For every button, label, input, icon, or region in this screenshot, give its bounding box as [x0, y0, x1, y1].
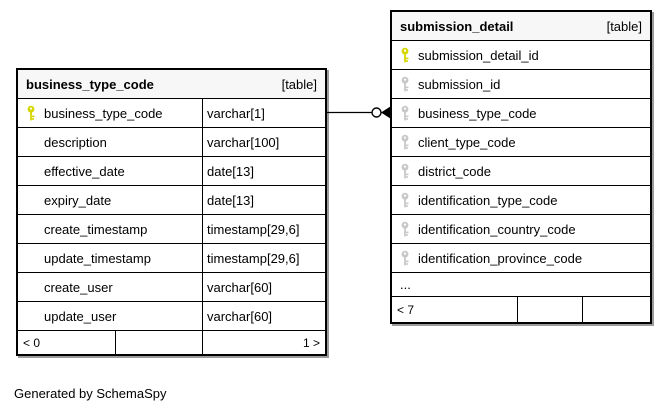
- foreign-key-icon: [400, 76, 410, 92]
- column-row[interactable]: client_type_code: [392, 128, 650, 157]
- column-name: create_timestamp: [44, 221, 148, 237]
- column-name: identification_country_code: [418, 221, 576, 237]
- column-row[interactable]: district_code: [392, 157, 650, 186]
- column-type: varchar[1]: [207, 105, 265, 121]
- column-row[interactable]: business_type_code: [392, 99, 650, 128]
- column-name: expiry_date: [44, 192, 112, 208]
- column-name: effective_date: [44, 163, 125, 179]
- column-row[interactable]: create_timestamp timestamp[29,6]: [18, 215, 325, 244]
- column-row[interactable]: business_type_code varchar[1]: [18, 99, 325, 128]
- column-name: district_code: [418, 163, 491, 179]
- column-name-cell: client_type_code: [392, 128, 650, 156]
- column-name-cell: submission_id: [392, 70, 650, 98]
- foreign-key-icon: [400, 134, 410, 150]
- column-name-cell: submission_detail_id: [392, 41, 650, 69]
- column-name-cell: identification_country_code: [392, 215, 650, 243]
- generated-by-note: Generated by SchemaSpy: [14, 386, 167, 401]
- primary-key-icon: [400, 47, 410, 63]
- column-name-cell: business_type_code: [18, 99, 203, 127]
- column-name: update_timestamp: [44, 250, 151, 266]
- column-name-cell: description: [18, 128, 203, 156]
- column-name-cell: create_user: [18, 273, 203, 301]
- table-title: business_type_code: [26, 76, 154, 92]
- column-row[interactable]: expiry_date date[13]: [18, 186, 325, 215]
- column-type: timestamp[29,6]: [207, 221, 300, 237]
- foreign-key-icon: [400, 221, 410, 237]
- column-name-cell: update_timestamp: [18, 244, 203, 272]
- column-row[interactable]: identification_type_code: [392, 186, 650, 215]
- children-indicator: [583, 297, 650, 322]
- column-row[interactable]: submission_detail_id: [392, 41, 650, 70]
- column-name-cell: update_user: [18, 302, 203, 330]
- column-row[interactable]: description varchar[100]: [18, 128, 325, 157]
- foreign-key-icon: [400, 192, 410, 208]
- column-name-cell: business_type_code: [392, 99, 650, 127]
- children-indicator: 1 >: [302, 335, 320, 350]
- column-name: update_user: [44, 308, 117, 324]
- parents-indicator: < 0: [18, 331, 116, 354]
- footer-middle-cell: [116, 331, 203, 354]
- column-row[interactable]: identification_country_code: [392, 215, 650, 244]
- column-name-cell: expiry_date: [18, 186, 203, 214]
- column-type: varchar[60]: [207, 308, 273, 324]
- table-tag: [table]: [281, 76, 317, 92]
- relationship-connector: [325, 106, 390, 119]
- table-footer: < 0 1 >: [18, 331, 325, 354]
- primary-key-icon: [26, 105, 36, 121]
- column-row[interactable]: identification_province_code: [392, 244, 650, 273]
- column-name: identification_province_code: [418, 250, 583, 266]
- column-name-cell: district_code: [392, 157, 650, 185]
- zero-or-more-circle-icon: [371, 107, 382, 118]
- column-type: date[13]: [207, 163, 254, 179]
- parents-indicator: < 7: [392, 297, 518, 322]
- more-columns-row[interactable]: ...: [392, 273, 650, 297]
- column-name: business_type_code: [44, 105, 163, 121]
- column-name: client_type_code: [418, 134, 516, 150]
- table-business-type-code: business_type_code [table] business_type…: [16, 68, 327, 356]
- column-name-cell: identification_province_code: [392, 244, 650, 272]
- table-header[interactable]: business_type_code [table]: [18, 70, 325, 99]
- column-name-cell: effective_date: [18, 157, 203, 185]
- column-name: business_type_code: [418, 105, 537, 121]
- table-tag: [table]: [606, 18, 642, 34]
- column-row[interactable]: create_user varchar[60]: [18, 273, 325, 302]
- column-row[interactable]: submission_id: [392, 70, 650, 99]
- column-row[interactable]: update_user varchar[60]: [18, 302, 325, 331]
- column-name-cell: identification_type_code: [392, 186, 650, 214]
- table-footer: < 7: [392, 297, 650, 322]
- column-name: create_user: [44, 279, 113, 295]
- column-type: timestamp[29,6]: [207, 250, 300, 266]
- foreign-key-icon: [400, 105, 410, 121]
- column-name: identification_type_code: [418, 192, 558, 208]
- column-type: date[13]: [207, 192, 254, 208]
- column-type: varchar[100]: [207, 134, 280, 150]
- table-header[interactable]: submission_detail [table]: [392, 12, 650, 41]
- foreign-key-icon: [400, 163, 410, 179]
- column-name-cell: create_timestamp: [18, 215, 203, 243]
- column-type: varchar[60]: [207, 279, 273, 295]
- table-submission-detail: submission_detail [table] submission_det…: [390, 10, 652, 324]
- column-name: submission_detail_id: [418, 47, 539, 63]
- column-name: submission_id: [418, 76, 501, 92]
- foreign-key-icon: [400, 250, 410, 266]
- column-row[interactable]: effective_date date[13]: [18, 157, 325, 186]
- table-title: submission_detail: [400, 18, 514, 34]
- crow-foot-arrow-icon: [381, 106, 390, 119]
- column-name: description: [44, 134, 107, 150]
- column-row[interactable]: update_timestamp timestamp[29,6]: [18, 244, 325, 273]
- footer-middle-cell: [518, 297, 583, 322]
